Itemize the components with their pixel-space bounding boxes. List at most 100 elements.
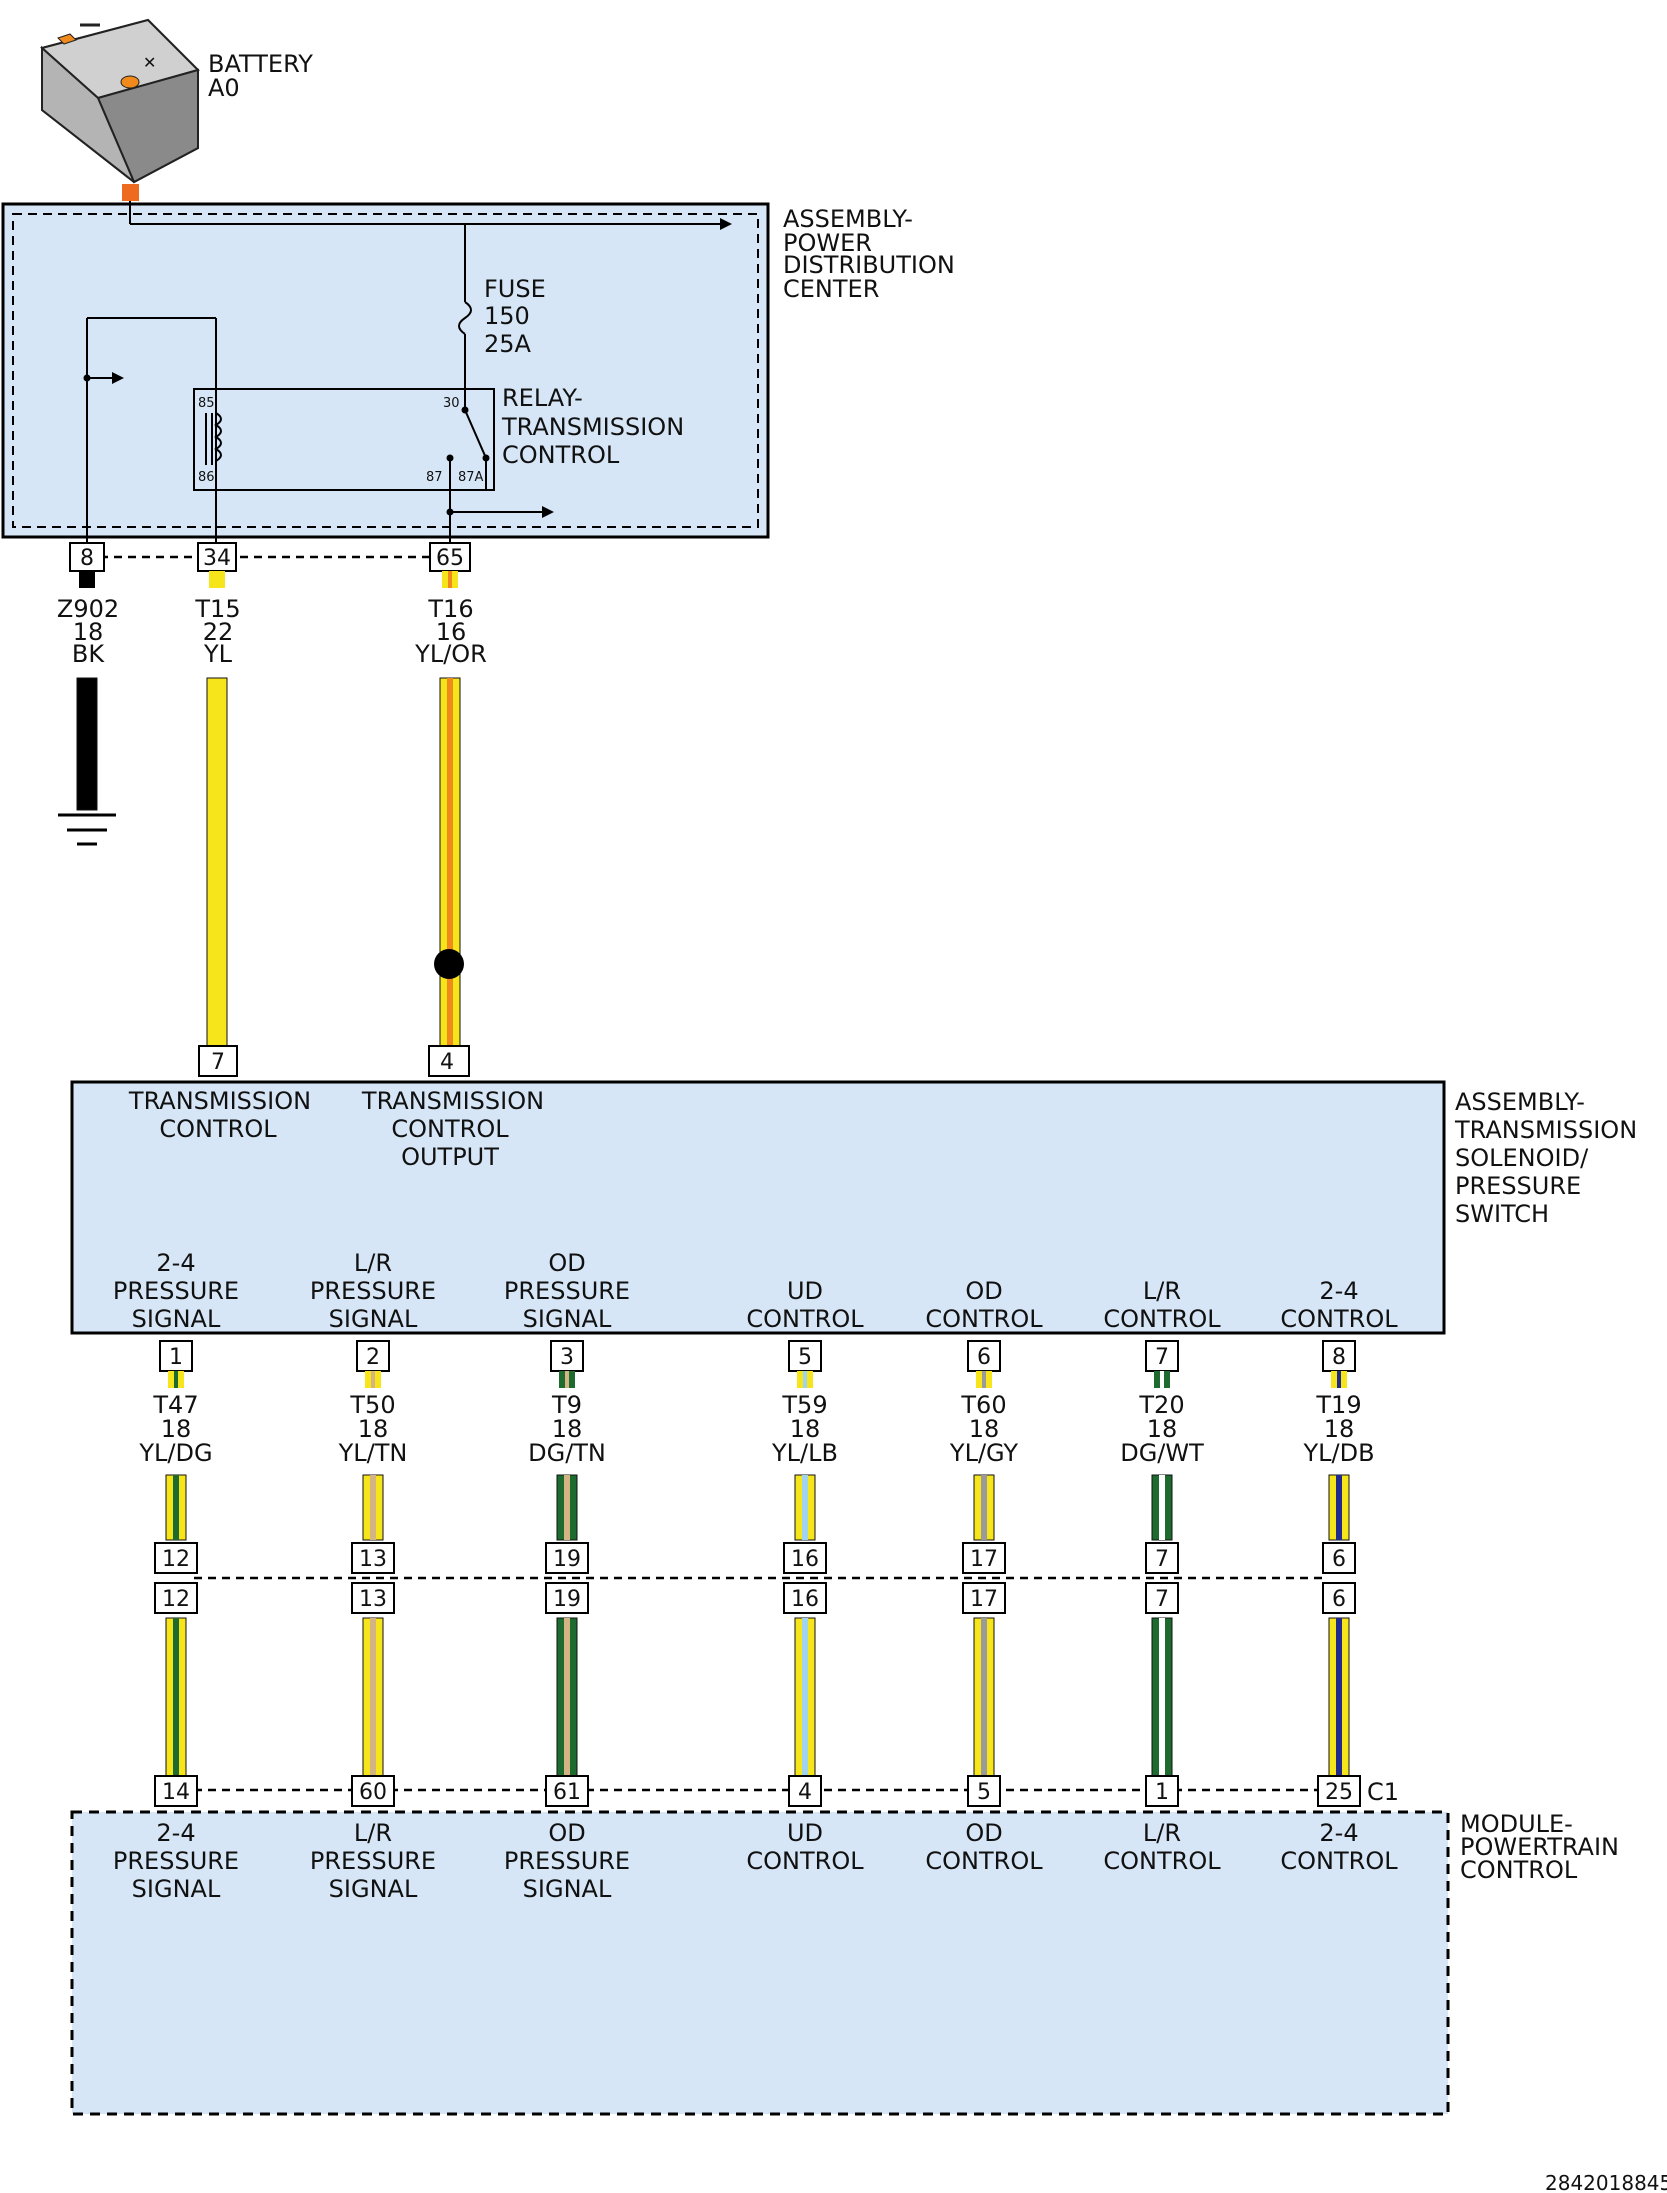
inline-pin-b-19: 19 xyxy=(545,1582,589,1614)
solenoid-signal-label-7-2: CONTROL xyxy=(1280,1305,1398,1333)
wire-t20-lower xyxy=(1151,1617,1173,1777)
solenoid-signal-label-5-1: OD xyxy=(965,1277,1002,1305)
wire-t59-label-1: T59 xyxy=(781,1391,827,1419)
pcm-pin-1: 1 xyxy=(1145,1775,1179,1807)
solenoid-pin-4: 4 xyxy=(428,1045,470,1077)
wire-t60-label-1: T60 xyxy=(960,1391,1006,1419)
wire-t50-stub xyxy=(365,1371,381,1388)
relay-pin-87a: 87A xyxy=(458,470,484,485)
solenoid-input-label-2a: TRANSMISSION xyxy=(361,1087,544,1115)
wire-t47-stub xyxy=(168,1371,184,1388)
wire-t59-stub xyxy=(797,1371,813,1388)
relay-pin-86: 86 xyxy=(198,470,215,485)
solenoid-name-5: SWITCH xyxy=(1455,1200,1549,1228)
svg-text:65: 65 xyxy=(436,546,464,571)
inline-pin-b-16: 16 xyxy=(783,1582,827,1614)
wire-t59-lower xyxy=(794,1617,816,1777)
wire-t16-color: YL/OR xyxy=(414,640,487,668)
wire-t47-label-3: YL/DG xyxy=(138,1439,212,1467)
solenoid-input-label-2c: OUTPUT xyxy=(401,1143,499,1171)
pcm-box xyxy=(70,1810,1450,2116)
pcm-pin-61: 61 xyxy=(545,1775,589,1807)
battery-label-1: BATTERY xyxy=(208,50,313,78)
battery-icon: ✕ xyxy=(39,18,200,184)
pdc-pin-34: 34 xyxy=(197,542,237,572)
inline-pin-a-16: 16 xyxy=(783,1542,827,1574)
pcm-label-5-1: OD xyxy=(965,1819,1002,1847)
solenoid-signal-label-1-1: 2-4 xyxy=(156,1249,195,1277)
wire-t16-gauge: 16 xyxy=(436,618,467,646)
wire-t60-stub xyxy=(976,1371,992,1388)
solenoid-signal-label-3-1: OD xyxy=(548,1249,585,1277)
relay-label-1: RELAY- xyxy=(502,384,583,412)
pcm-label-6-1: L/R xyxy=(1143,1819,1181,1847)
pcm-labels: 2-4PRESSURESIGNALL/RPRESSURESIGNALODPRES… xyxy=(113,1819,1398,1903)
wire-t50-upper xyxy=(362,1474,384,1541)
wire-t19-upper xyxy=(1328,1474,1350,1541)
wire-t15-color: YL xyxy=(203,640,233,668)
solenoid-signal-label-2-3: SIGNAL xyxy=(329,1305,418,1333)
pcm-label-5-2: CONTROL xyxy=(925,1847,1043,1875)
svg-text:12: 12 xyxy=(162,1547,190,1572)
pdc-label-2: POWER xyxy=(783,229,872,257)
inline-pin-a-12: 12 xyxy=(154,1542,198,1574)
wire-t20-label-2: 18 xyxy=(1147,1415,1178,1443)
solenoid-output-pin-6: 6 xyxy=(967,1340,1001,1372)
solenoid-signal-label-6-2: CONTROL xyxy=(1103,1305,1221,1333)
relay-pin-87: 87 xyxy=(426,470,443,485)
pcm-pin-4: 4 xyxy=(788,1775,822,1807)
battery-label-2: A0 xyxy=(208,74,240,102)
svg-text:61: 61 xyxy=(553,1780,581,1805)
wire-t60-label-2: 18 xyxy=(969,1415,1000,1443)
svg-text:3: 3 xyxy=(560,1345,574,1370)
svg-text:13: 13 xyxy=(359,1547,387,1572)
wire-t15 xyxy=(206,677,228,1047)
solenoid-output-pin-1: 1 xyxy=(159,1340,193,1372)
svg-text:4: 4 xyxy=(440,1050,454,1075)
pcm-label-3-3: SIGNAL xyxy=(523,1875,612,1903)
pdc-pin-65: 65 xyxy=(429,542,471,572)
inline-pin-b-12: 12 xyxy=(154,1582,198,1614)
wire-t9-label-1: T9 xyxy=(551,1391,582,1419)
wire-t16-id: T16 xyxy=(427,595,473,623)
svg-text:16: 16 xyxy=(791,1547,819,1572)
solenoid-output-pin-3: 3 xyxy=(550,1340,584,1372)
svg-text:13: 13 xyxy=(359,1587,387,1612)
svg-text:17: 17 xyxy=(970,1547,998,1572)
wire-t19-label-2: 18 xyxy=(1324,1415,1355,1443)
svg-text:4: 4 xyxy=(798,1780,812,1805)
svg-text:6: 6 xyxy=(977,1345,991,1370)
svg-text:1: 1 xyxy=(169,1345,183,1370)
ground-icon xyxy=(58,813,116,846)
solenoid-output-pin-5: 5 xyxy=(788,1340,822,1372)
wire-z902 xyxy=(76,677,98,811)
pcm-label-6-2: CONTROL xyxy=(1103,1847,1221,1875)
svg-text:19: 19 xyxy=(553,1587,581,1612)
wire-t50-label-2: 18 xyxy=(358,1415,389,1443)
pcm-label-4-1: UD xyxy=(787,1819,823,1847)
solenoid-name-4: PRESSURE xyxy=(1455,1172,1581,1200)
wire-t20-stub xyxy=(1154,1371,1170,1388)
fuse-label-1: FUSE xyxy=(484,275,546,303)
svg-text:7: 7 xyxy=(1155,1547,1169,1572)
wire-t15-gauge: 22 xyxy=(203,618,234,646)
svg-text:7: 7 xyxy=(211,1050,225,1075)
wire-t20-label-3: DG/WT xyxy=(1120,1439,1204,1467)
solenoid-signal-label-7-1: 2-4 xyxy=(1319,1277,1358,1305)
pdc-pin-8: 8 xyxy=(69,542,105,572)
pdc-label-1: ASSEMBLY- xyxy=(783,205,913,233)
inline-pin-b-7: 7 xyxy=(1145,1582,1179,1614)
solenoid-name-2: TRANSMISSION xyxy=(1454,1116,1637,1144)
solenoid-input-label-2b: CONTROL xyxy=(391,1115,509,1143)
inline-pin-b-17: 17 xyxy=(962,1582,1006,1614)
solenoid-signal-labels: 2-4PRESSURESIGNALL/RPRESSURESIGNALODPRES… xyxy=(113,1249,1398,1333)
wire-z902-color: BK xyxy=(72,640,105,668)
pcm-label-7-2: CONTROL xyxy=(1280,1847,1398,1875)
relay-label-2: TRANSMISSION xyxy=(501,413,684,441)
pdc-box xyxy=(1,202,770,539)
inline-pin-b-6: 6 xyxy=(1322,1582,1356,1614)
svg-text:16: 16 xyxy=(791,1587,819,1612)
svg-text:7: 7 xyxy=(1155,1345,1169,1370)
solenoid-output-pin-2: 2 xyxy=(356,1340,390,1372)
inline-pin-a-6: 6 xyxy=(1322,1542,1356,1574)
